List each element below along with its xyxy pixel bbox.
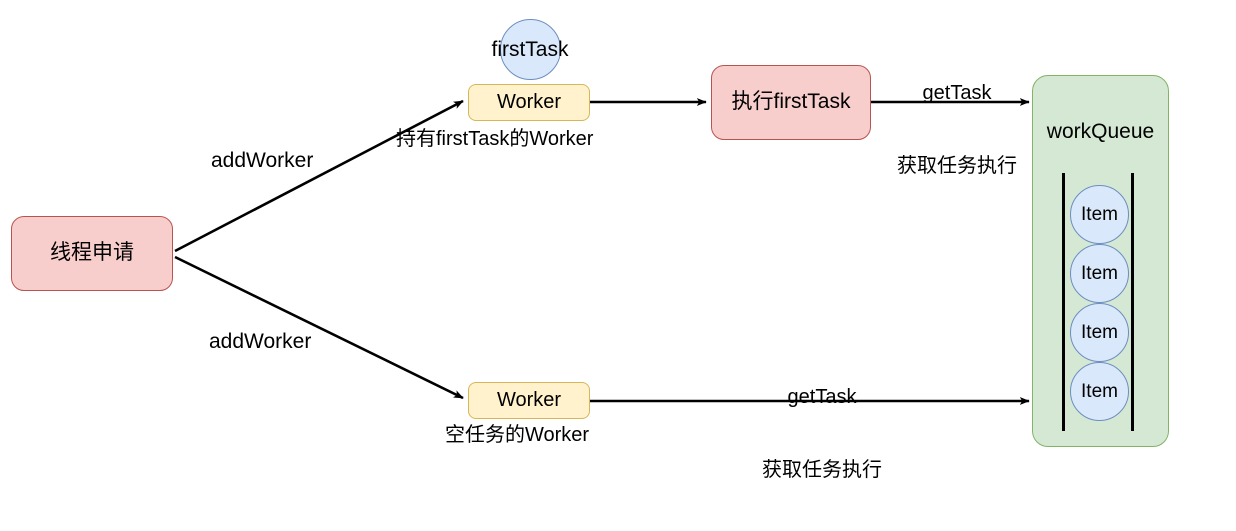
node-worker-top-label: Worker — [496, 91, 562, 113]
queue-item-label: Item — [1081, 203, 1118, 225]
queue-item[interactable]: Item — [1070, 362, 1129, 421]
node-worker-top[interactable]: Worker — [468, 84, 590, 121]
queue-rail-right — [1131, 173, 1134, 431]
edge-thread-request-to-worker-top — [174, 99, 464, 253]
queue-item-label: Item — [1081, 262, 1118, 284]
node-exec-first-task[interactable]: 执行firstTask — [711, 65, 871, 140]
queue-rail-left — [1062, 173, 1065, 431]
diagram-canvas: 线程申请 firstTask Worker Worker 执行firstTask… — [11, 19, 1169, 481]
edge-label-get-task-bottom-line1: getTask — [787, 385, 857, 408]
node-worker-bottom-label: Worker — [496, 389, 562, 411]
edge-label-get-task-bottom: getTask 获取任务执行 — [707, 336, 937, 531]
node-worker-bottom[interactable]: Worker — [468, 382, 590, 419]
edge-label-holds-first-task: 持有firstTask的Worker — [396, 128, 594, 150]
edge-label-get-task-top: getTask 获取任务执行 — [857, 32, 1057, 227]
queue-item-label: Item — [1081, 321, 1118, 343]
node-thread-request-label: 线程申请 — [50, 241, 134, 265]
edge-label-add-worker-top: addWorker — [211, 149, 314, 172]
node-work-queue-label: workQueue — [1046, 120, 1155, 143]
queue-item-label: Item — [1081, 380, 1118, 402]
edge-label-get-task-top-line2: 获取任务执行 — [897, 154, 1017, 177]
edge-label-add-worker-bottom: addWorker — [209, 330, 312, 353]
edge-label-get-task-top-line1: getTask — [922, 81, 992, 104]
queue-item[interactable]: Item — [1070, 185, 1129, 244]
node-thread-request[interactable]: 线程申请 — [11, 216, 173, 291]
node-exec-first-task-label: 执行firstTask — [731, 90, 851, 114]
node-first-task-label: firstTask — [491, 38, 569, 61]
queue-item[interactable]: Item — [1070, 244, 1129, 303]
node-first-task-circle[interactable] — [500, 19, 561, 80]
queue-item[interactable]: Item — [1070, 303, 1129, 362]
edge-label-empty-task-worker: 空任务的Worker — [445, 424, 590, 446]
edge-label-get-task-bottom-line2: 获取任务执行 — [762, 458, 882, 481]
edge-thread-request-to-worker-bottom — [174, 255, 464, 400]
